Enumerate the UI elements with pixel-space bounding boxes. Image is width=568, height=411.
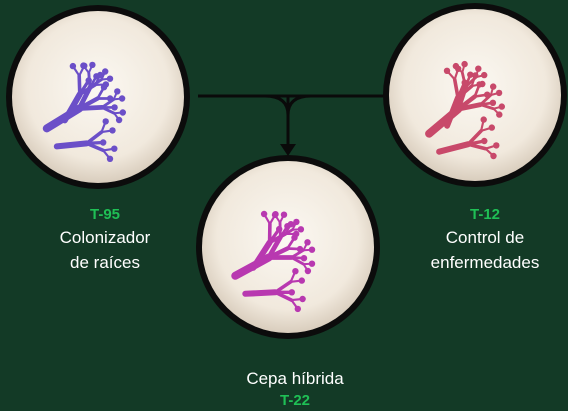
strain-name-t22: Cepa híbrida: [246, 369, 344, 388]
strain-desc-line1-t12: Control de: [445, 228, 525, 247]
petri-dish-t95: [6, 5, 190, 189]
merge-connector: [198, 94, 388, 148]
strain-desc-line2-t12: enfermedades: [430, 253, 540, 272]
strain-label-t12: T-12 Control de enfermedades: [410, 205, 560, 275]
strain-code-t22: T-22: [279, 392, 310, 409]
arrow-down-icon: [280, 144, 296, 156]
strain-label-t95: T-95 Colonizador de raíces: [30, 205, 180, 275]
strain-label-t22: Cepa híbrida T-22: [210, 366, 380, 411]
fungal-hyphae-t12: [425, 60, 505, 160]
strain-desc-line2-t95: de raíces: [70, 253, 140, 272]
strain-code-t12: T-12: [469, 206, 500, 223]
strain-code-t95: T-95: [89, 206, 120, 223]
petri-dish-t12: [383, 3, 567, 187]
strain-desc-line1-t95: Colonizador: [59, 228, 151, 247]
fungal-hyphae-t95: [42, 61, 127, 162]
fungal-hyphae-t22: [231, 210, 316, 313]
petri-dish-t22: [196, 155, 380, 339]
